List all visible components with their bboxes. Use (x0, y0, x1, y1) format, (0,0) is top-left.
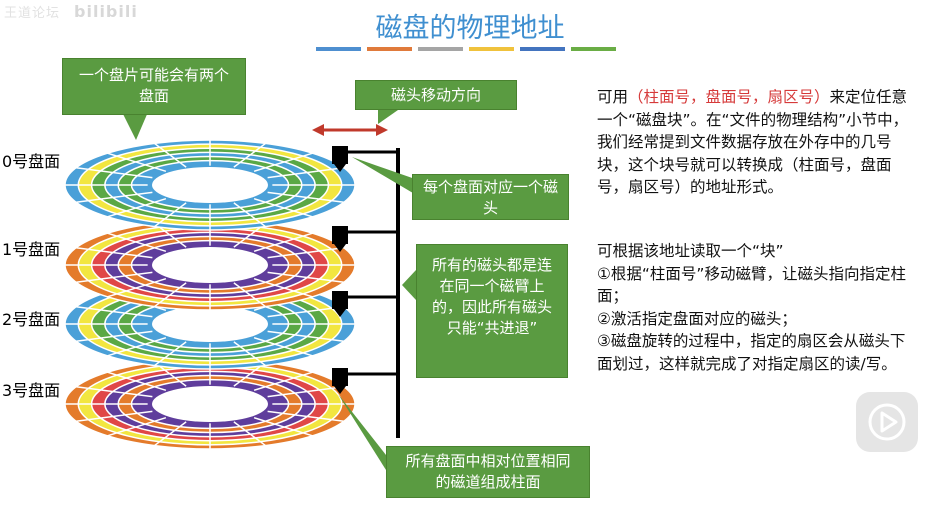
sector-line (253, 336, 313, 357)
page-title: 磁盘的物理地址 (375, 13, 565, 44)
spindle-hole (152, 306, 268, 342)
sector-line (253, 197, 313, 218)
platter-label-2: 2号盘面 (2, 310, 61, 329)
sector-line (267, 247, 345, 259)
sector-line (75, 410, 153, 422)
sector-line (107, 416, 167, 437)
sector-line (75, 271, 153, 283)
paragraph-2: 可根据该地址读取一个“块” ①根据“柱面号”移动磁臂，让磁头指向指定柱面； ②激… (597, 240, 919, 375)
platter-label-0: 0号盘面 (2, 152, 61, 171)
paragraph-1-address: （柱面号，盘面号，扇区号） (628, 88, 830, 106)
platter-1 (64, 219, 356, 311)
callout-two-sides: 一个盘片可能会有两个盘面 (62, 58, 246, 115)
sector-line (253, 371, 313, 392)
platter-label-1: 1号盘面 (2, 240, 61, 259)
head-tip (334, 309, 346, 317)
sector-line (75, 330, 153, 342)
platter-label-3: 3号盘面 (2, 381, 61, 400)
callout-arm: 所有的磁头都是连在同一个磁臂上的，因此所有磁头只能“共进退” (416, 244, 568, 378)
sector-line (154, 142, 187, 168)
sector-line (267, 271, 345, 283)
callout-move-direction: 磁头移动方向 (355, 80, 517, 110)
watermark: 王道论坛 bilibili (4, 2, 138, 21)
head-tip (334, 244, 346, 252)
sector-line (253, 416, 313, 437)
move-direction-arrow (312, 124, 388, 136)
head-tip (334, 164, 346, 172)
paragraph-1-post: 来定位任意一个“磁盘块”。在“文件的物理结构”小节中，我们经常提到文件数据存放在… (597, 88, 909, 196)
sector-line (154, 341, 187, 367)
paragraph-1: 可用（柱面号，盘面号，扇区号）来定位任意一个“磁盘块”。在“文件的物理结构”小节… (597, 86, 919, 199)
sector-line (75, 386, 153, 398)
sector-line (154, 202, 187, 228)
spindle-hole (152, 247, 268, 283)
title-bar-segment (520, 47, 565, 51)
sector-line (253, 277, 313, 298)
read-write-head (332, 291, 348, 309)
sector-line (253, 232, 313, 253)
play-button[interactable] (856, 392, 918, 452)
spindle-hole (152, 167, 268, 203)
callout-move-dir-pointer (378, 110, 398, 124)
watermark-brand: bilibili (74, 2, 138, 21)
sector-line (154, 421, 187, 447)
sector-line (75, 191, 153, 203)
read-write-head (332, 368, 348, 386)
read-write-head (332, 226, 348, 244)
callout-two-sides-pointer (122, 112, 148, 140)
sector-line (233, 202, 266, 228)
play-icon (868, 403, 906, 441)
sector-line (267, 386, 345, 398)
sector-line (233, 421, 266, 447)
sector-line (233, 142, 266, 168)
paragraph-2-step2: ②激活指定盘面对应的磁头； (597, 309, 797, 328)
title-bar-segment (316, 47, 361, 51)
head-tip (334, 386, 346, 394)
sector-line (267, 191, 345, 203)
title-bar-segment (418, 47, 463, 51)
sector-line (267, 306, 345, 318)
sector-line (267, 330, 345, 342)
paragraph-1-pre: 可用 (597, 88, 629, 106)
title-bar-segment (469, 47, 514, 51)
sector-line (75, 306, 153, 318)
sector-line (107, 371, 167, 392)
sector-line (107, 336, 167, 357)
callout-cylinder-pointer (338, 394, 386, 470)
title-bar-segment (571, 47, 616, 51)
callout-arm-pointer (402, 270, 416, 300)
callout-per-side-head: 每个盘面对应一个磁头 (412, 174, 569, 220)
paragraph-2-intro: 可根据该地址读取一个“块” (597, 242, 784, 260)
sector-line (107, 232, 167, 253)
sector-line (107, 277, 167, 298)
sector-line (75, 167, 153, 179)
sector-line (253, 152, 313, 173)
read-write-head (332, 146, 348, 164)
watermark-text: 王道论坛 (4, 6, 61, 21)
platter-3 (64, 358, 356, 450)
callout-head-pointer (352, 157, 418, 196)
callout-cylinder: 所有盘面中相对位置相同的磁道组成柱面 (386, 446, 590, 498)
sector-line (233, 282, 266, 308)
platter-0 (64, 139, 356, 231)
paragraph-2-step3: ③磁盘旋转的过程中，指定的扇区会从磁头下面划过，这样就完成了对指定扇区的读/写。 (597, 332, 906, 373)
paragraph-2-step1: ①根据“柱面号”移动磁臂，让磁头指向指定柱面； (597, 264, 906, 306)
sector-line (267, 167, 345, 179)
sector-line (75, 247, 153, 259)
title-bar-segment (367, 47, 412, 51)
sector-line (154, 282, 187, 308)
sector-line (107, 152, 167, 173)
sector-line (267, 410, 345, 422)
spindle-hole (152, 386, 268, 422)
sector-line (233, 341, 266, 367)
sector-line (107, 197, 167, 218)
